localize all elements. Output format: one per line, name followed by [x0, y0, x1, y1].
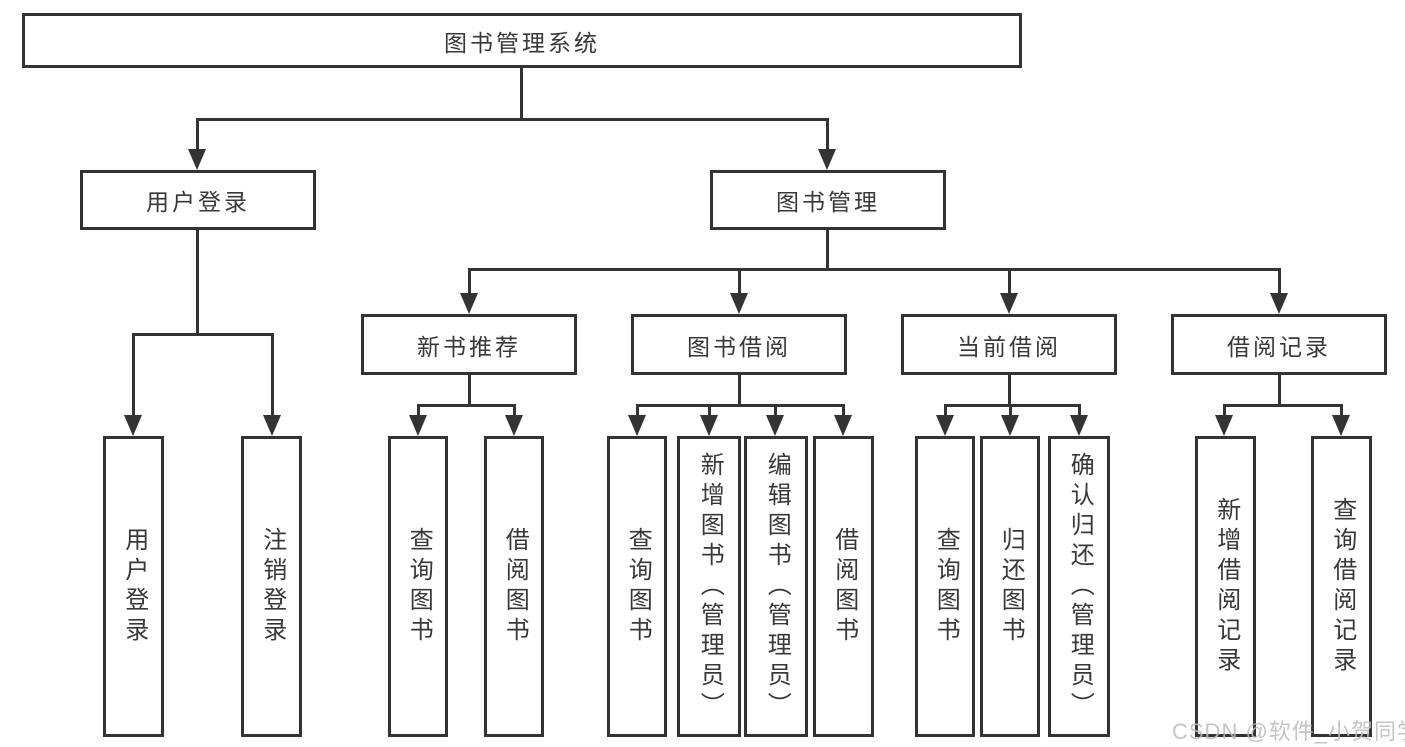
connector-new-book-spread	[417, 404, 516, 407]
leaf-return-books: 归还图书	[980, 436, 1040, 737]
arrow-down-icon	[766, 415, 784, 436]
connector-borrow-records-drop	[1278, 374, 1281, 406]
leaf-label: 归还图书	[997, 526, 1025, 647]
arrow-stem	[417, 404, 420, 420]
arrow-down-icon	[700, 415, 718, 436]
arrow-down-icon	[409, 415, 427, 436]
connector-new-book-drop	[468, 374, 471, 406]
arrow-stem	[774, 404, 777, 420]
arrow-down-icon	[936, 415, 954, 436]
leaf-label: 查询图书	[624, 526, 652, 647]
node-label: 借阅记录	[1227, 333, 1331, 360]
node-label: 图书管理	[776, 189, 880, 215]
connector-user-login-drop	[196, 230, 199, 334]
arrow-stem	[944, 404, 947, 420]
arrow-down-icon	[1000, 293, 1018, 314]
node-label: 新书推荐	[417, 333, 521, 360]
arrow-down-icon	[1215, 415, 1233, 436]
leaf-label: 查询借阅记录	[1328, 496, 1356, 677]
connector-borrow-records-spread	[1223, 404, 1343, 407]
node-book-management: 图书管理	[710, 170, 946, 230]
leaf-user-login: 用户登录	[103, 436, 164, 737]
connector-level2-spread	[196, 118, 829, 121]
leaf-confirm-return-admin: 确认归还（管理员）	[1048, 436, 1110, 737]
arrow-down-icon	[263, 415, 281, 436]
connector-current-borrow-drop	[1008, 374, 1011, 406]
arrow-down-icon	[188, 149, 206, 170]
arrow-stem	[842, 404, 845, 420]
leaf-label: 新增借阅记录	[1212, 496, 1240, 677]
leaf-query-books-recommend: 查询图书	[388, 436, 448, 737]
leaf-label: 借阅图书	[830, 526, 858, 647]
arrow-stem	[1340, 404, 1343, 420]
arrow-down-icon	[505, 415, 523, 436]
arrow-down-icon	[1332, 415, 1350, 436]
arrow-stem	[826, 118, 829, 156]
csdn-watermark: CSDN @软件_小贺同学	[1172, 719, 1405, 744]
leaf-add-borrowing-record: 新增借阅记录	[1195, 436, 1256, 737]
arrow-stem	[708, 404, 711, 420]
arrow-stem	[271, 333, 274, 421]
node-new-book-recommend: 新书推荐	[361, 314, 577, 375]
node-label: 当前借阅	[957, 333, 1061, 360]
arrow-down-icon	[1270, 293, 1288, 314]
arrow-stem	[1078, 404, 1081, 420]
leaf-label: 确认归还（管理员）	[1066, 451, 1094, 722]
arrow-stem	[196, 118, 199, 156]
connector-level3-spread	[468, 268, 1281, 271]
connector-current-borrow-spread	[944, 404, 1081, 407]
leaf-query-borrowing-record: 查询借阅记录	[1311, 436, 1372, 737]
arrow-down-icon	[730, 293, 748, 314]
leaf-label: 编辑图书（管理员）	[763, 451, 791, 722]
node-label: 用户登录	[146, 189, 250, 215]
leaf-query-books-current: 查询图书	[915, 436, 975, 737]
connector-book-borrow-drop	[738, 374, 741, 406]
arrow-stem	[1223, 404, 1226, 420]
arrow-stem	[738, 268, 741, 298]
leaf-borrow-books-recommend: 借阅图书	[484, 436, 544, 737]
leaf-borrow-books-borrowing: 借阅图书	[813, 436, 874, 737]
node-user-login: 用户登录	[80, 170, 316, 230]
node-borrowing-records: 借阅记录	[1171, 314, 1387, 375]
arrow-stem	[513, 404, 516, 420]
leaf-label: 借阅图书	[501, 526, 529, 647]
arrow-down-icon	[460, 293, 478, 314]
leaf-label: 查询图书	[405, 526, 433, 647]
node-library-management-system: 图书管理系统	[22, 13, 1022, 68]
connector-user-login-spread	[132, 333, 274, 336]
arrow-stem	[468, 268, 471, 298]
node-book-borrowing: 图书借阅	[631, 314, 847, 375]
arrow-stem	[1008, 268, 1011, 298]
node-label: 图书管理系统	[444, 29, 600, 56]
arrow-down-icon	[1070, 415, 1088, 436]
arrow-stem	[636, 404, 639, 420]
arrow-down-icon	[124, 415, 142, 436]
arrow-down-icon	[834, 415, 852, 436]
connector-book-mgmt-drop	[826, 230, 829, 270]
leaf-logout: 注销登录	[241, 436, 302, 737]
arrow-down-icon	[818, 149, 836, 170]
leaf-add-books-admin: 新增图书（管理员）	[677, 436, 741, 737]
arrow-stem	[1009, 404, 1012, 420]
node-label: 图书借阅	[687, 333, 791, 360]
leaf-label: 新增图书（管理员）	[696, 451, 724, 722]
connector-book-borrow-spread	[636, 404, 845, 407]
node-current-borrowing: 当前借阅	[901, 314, 1117, 375]
leaf-label: 注销登录	[258, 526, 286, 647]
leaf-edit-books-admin: 编辑图书（管理员）	[744, 436, 808, 737]
leaf-query-books-borrowing: 查询图书	[607, 436, 667, 737]
connector-root-drop	[520, 68, 523, 120]
arrow-down-icon	[628, 415, 646, 436]
leaf-label: 用户登录	[120, 526, 148, 647]
arrow-stem	[132, 333, 135, 421]
arrow-stem	[1278, 268, 1281, 298]
leaf-label: 查询图书	[932, 526, 960, 647]
arrow-down-icon	[1001, 415, 1019, 436]
